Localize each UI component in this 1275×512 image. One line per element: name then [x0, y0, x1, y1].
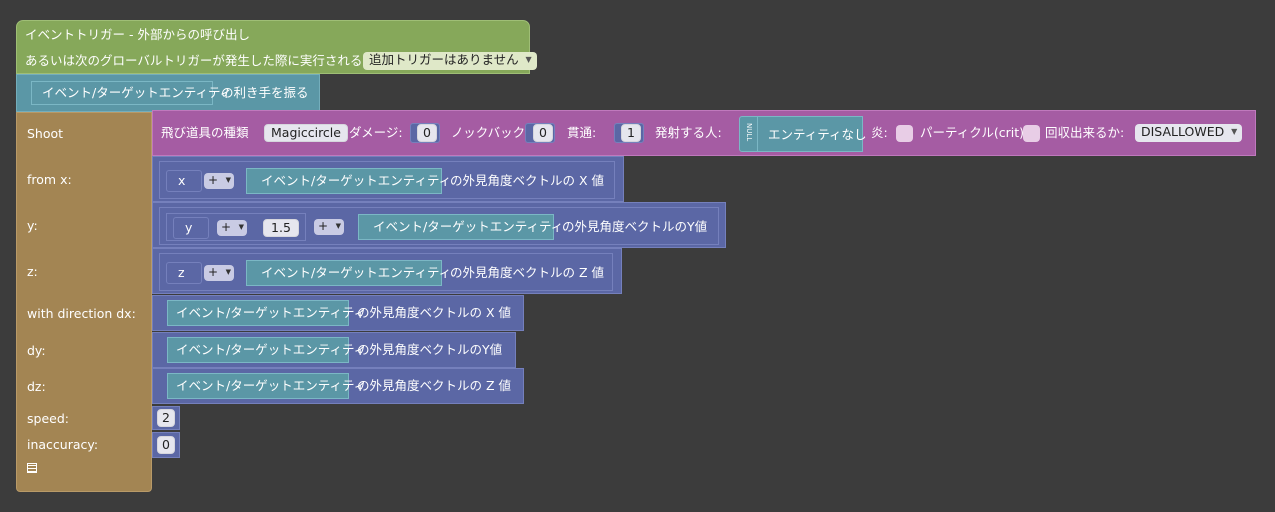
- dir-z-entity-label: イベント/ターゲットエンティティ: [176, 378, 367, 393]
- dir-y-entity-label: イベント/ターゲットエンティティ: [176, 342, 367, 357]
- from-z-entity-block[interactable]: イベント/ターゲットエンティティ: [246, 260, 451, 286]
- damage-input[interactable]: 0: [417, 124, 437, 142]
- from-x-op-dropdown[interactable]: +: [204, 173, 235, 189]
- pickup-dropdown[interactable]: DISALLOWED: [1135, 124, 1243, 142]
- swing-entity-block[interactable]: イベント/ターゲットエンティティ: [31, 81, 232, 105]
- null-tag: NULL: [745, 123, 753, 142]
- pierce-input[interactable]: 1: [621, 124, 641, 142]
- dir-z-suffix: の外見角度ベクトルの Z 値: [357, 378, 512, 393]
- from-z-add-block[interactable]: z + イベント/ターゲットエンティティ の外見角度ベクトルの Z 値: [159, 253, 613, 291]
- from-z-suffix: の外見角度ベクトルの Z 値: [450, 265, 605, 280]
- comment-icon[interactable]: [27, 463, 37, 473]
- global-trigger-dropdown[interactable]: 追加トリガーはありません: [363, 52, 537, 70]
- from-y-var[interactable]: y: [185, 220, 193, 235]
- dir-x-suffix: の外見角度ベクトルの X 値: [357, 305, 512, 320]
- fire-checkbox[interactable]: [896, 125, 913, 142]
- damage-label: ダメージ:: [349, 125, 403, 140]
- from-y-var-slot: [173, 217, 209, 239]
- from-z-block[interactable]: z + イベント/ターゲットエンティティ の外見角度ベクトルの Z 値: [152, 248, 622, 294]
- event-title: イベントトリガー - 外部からの呼び出し: [25, 27, 250, 42]
- shoot-projectile-block[interactable]: Shoot from x: y: z: with direction dx: d…: [16, 112, 152, 492]
- from-z-var-slot: [166, 262, 202, 284]
- fire-label: 炎:: [871, 125, 888, 140]
- particle-label: パーティクル(crit):: [920, 125, 1029, 140]
- dir-x-block[interactable]: イベント/ターゲットエンティティ の外見角度ベクトルの X 値: [152, 295, 524, 331]
- from-x-block[interactable]: x + イベント/ターゲットエンティティ の外見角度ベクトルの X 値: [152, 156, 624, 202]
- projectile-dropdown[interactable]: Magiccircle: [264, 124, 348, 142]
- dir-x-entity-block[interactable]: イベント/ターゲットエンティティ: [167, 300, 366, 326]
- from-z-op-dropdown[interactable]: +: [204, 265, 235, 281]
- knockback-label: ノックバック:: [451, 125, 530, 140]
- from-x-var[interactable]: x: [178, 173, 186, 188]
- from-x-var-slot: [166, 170, 202, 192]
- swing-hand-block[interactable]: イベント/ターゲットエンティティ の利き手を振る: [16, 74, 320, 112]
- from-y-op1-dropdown[interactable]: +: [217, 220, 248, 236]
- from-y-add-block[interactable]: y + 1.5 + イベント/ターゲットエンティティ の外見角度ベクトルのY値: [159, 207, 719, 245]
- param-y: y:: [27, 218, 38, 233]
- knockback-input[interactable]: 0: [533, 124, 553, 142]
- from-x-suffix: の外見角度ベクトルの X 値: [450, 173, 605, 188]
- param-from-x: from x:: [27, 172, 72, 187]
- dir-z-block[interactable]: イベント/ターゲットエンティティ の外見角度ベクトルの Z 値: [152, 368, 524, 404]
- from-x-add-block[interactable]: x + イベント/ターゲットエンティティ の外見角度ベクトルの X 値: [159, 161, 615, 199]
- dir-z-entity-block[interactable]: イベント/ターゲットエンティティ: [167, 373, 366, 399]
- shooter-entity-label: エンティティなし: [768, 127, 867, 142]
- shooter-label: 発射する人:: [655, 125, 722, 140]
- from-y-block[interactable]: y + 1.5 + イベント/ターゲットエンティティ の外見角度ベクトルのY値: [152, 202, 726, 248]
- particle-checkbox[interactable]: [1023, 125, 1040, 142]
- projectile-label: 飛び道具の種類: [161, 125, 249, 140]
- from-y-op2-dropdown[interactable]: +: [314, 219, 345, 235]
- from-y-suffix: の外見角度ベクトルのY値: [562, 219, 708, 234]
- swing-entity-label: イベント/ターゲットエンティティ: [42, 85, 233, 100]
- from-y-inner-add-block[interactable]: y + 1.5: [166, 213, 306, 241]
- param-inaccuracy: inaccuracy:: [27, 437, 99, 452]
- dir-y-suffix: の外見角度ベクトルのY値: [357, 342, 503, 357]
- from-y-entity-label: イベント/ターゲットエンティティ: [373, 219, 564, 234]
- param-dy: dy:: [27, 343, 46, 358]
- dir-x-entity-label: イベント/ターゲットエンティティ: [176, 305, 367, 320]
- speed-input[interactable]: 2: [157, 409, 175, 427]
- dir-y-block[interactable]: イベント/ターゲットエンティティ の外見角度ベクトルのY値: [152, 332, 516, 368]
- from-y-entity-block[interactable]: イベント/ターゲットエンティティ: [358, 214, 563, 240]
- param-speed: speed:: [27, 411, 69, 426]
- speed-block[interactable]: 2: [152, 406, 180, 430]
- shoot-label: Shoot: [27, 126, 64, 141]
- inaccuracy-block[interactable]: 0: [152, 432, 180, 458]
- from-z-var[interactable]: z: [178, 265, 185, 280]
- shoot-options-block[interactable]: 飛び道具の種類 Magiccircle ダメージ: 0 ノックバック: 0 貫通…: [152, 110, 1256, 156]
- from-z-entity-label: イベント/ターゲットエンティティ: [261, 265, 452, 280]
- event-subtitle: あるいは次のグローバルトリガーが発生した際に実行される:: [25, 53, 367, 68]
- param-z: z:: [27, 264, 38, 279]
- inaccuracy-input[interactable]: 0: [157, 436, 175, 454]
- from-y-value-input[interactable]: 1.5: [263, 219, 299, 237]
- from-x-entity-label: イベント/ターゲットエンティティ: [261, 173, 452, 188]
- pickup-label: 回収出来るか:: [1045, 125, 1125, 140]
- shooter-entity-block[interactable]: エンティティなし: [757, 116, 867, 152]
- swing-label: の利き手を振る: [221, 85, 309, 100]
- from-x-entity-block[interactable]: イベント/ターゲットエンティティ: [246, 168, 451, 194]
- pierce-label: 貫通:: [567, 125, 597, 140]
- event-trigger-block[interactable]: イベントトリガー - 外部からの呼び出し あるいは次のグローバルトリガーが発生し…: [16, 20, 537, 74]
- param-dz: dz:: [27, 379, 46, 394]
- dir-y-entity-block[interactable]: イベント/ターゲットエンティティ: [167, 337, 366, 363]
- param-dx: with direction dx:: [27, 306, 136, 321]
